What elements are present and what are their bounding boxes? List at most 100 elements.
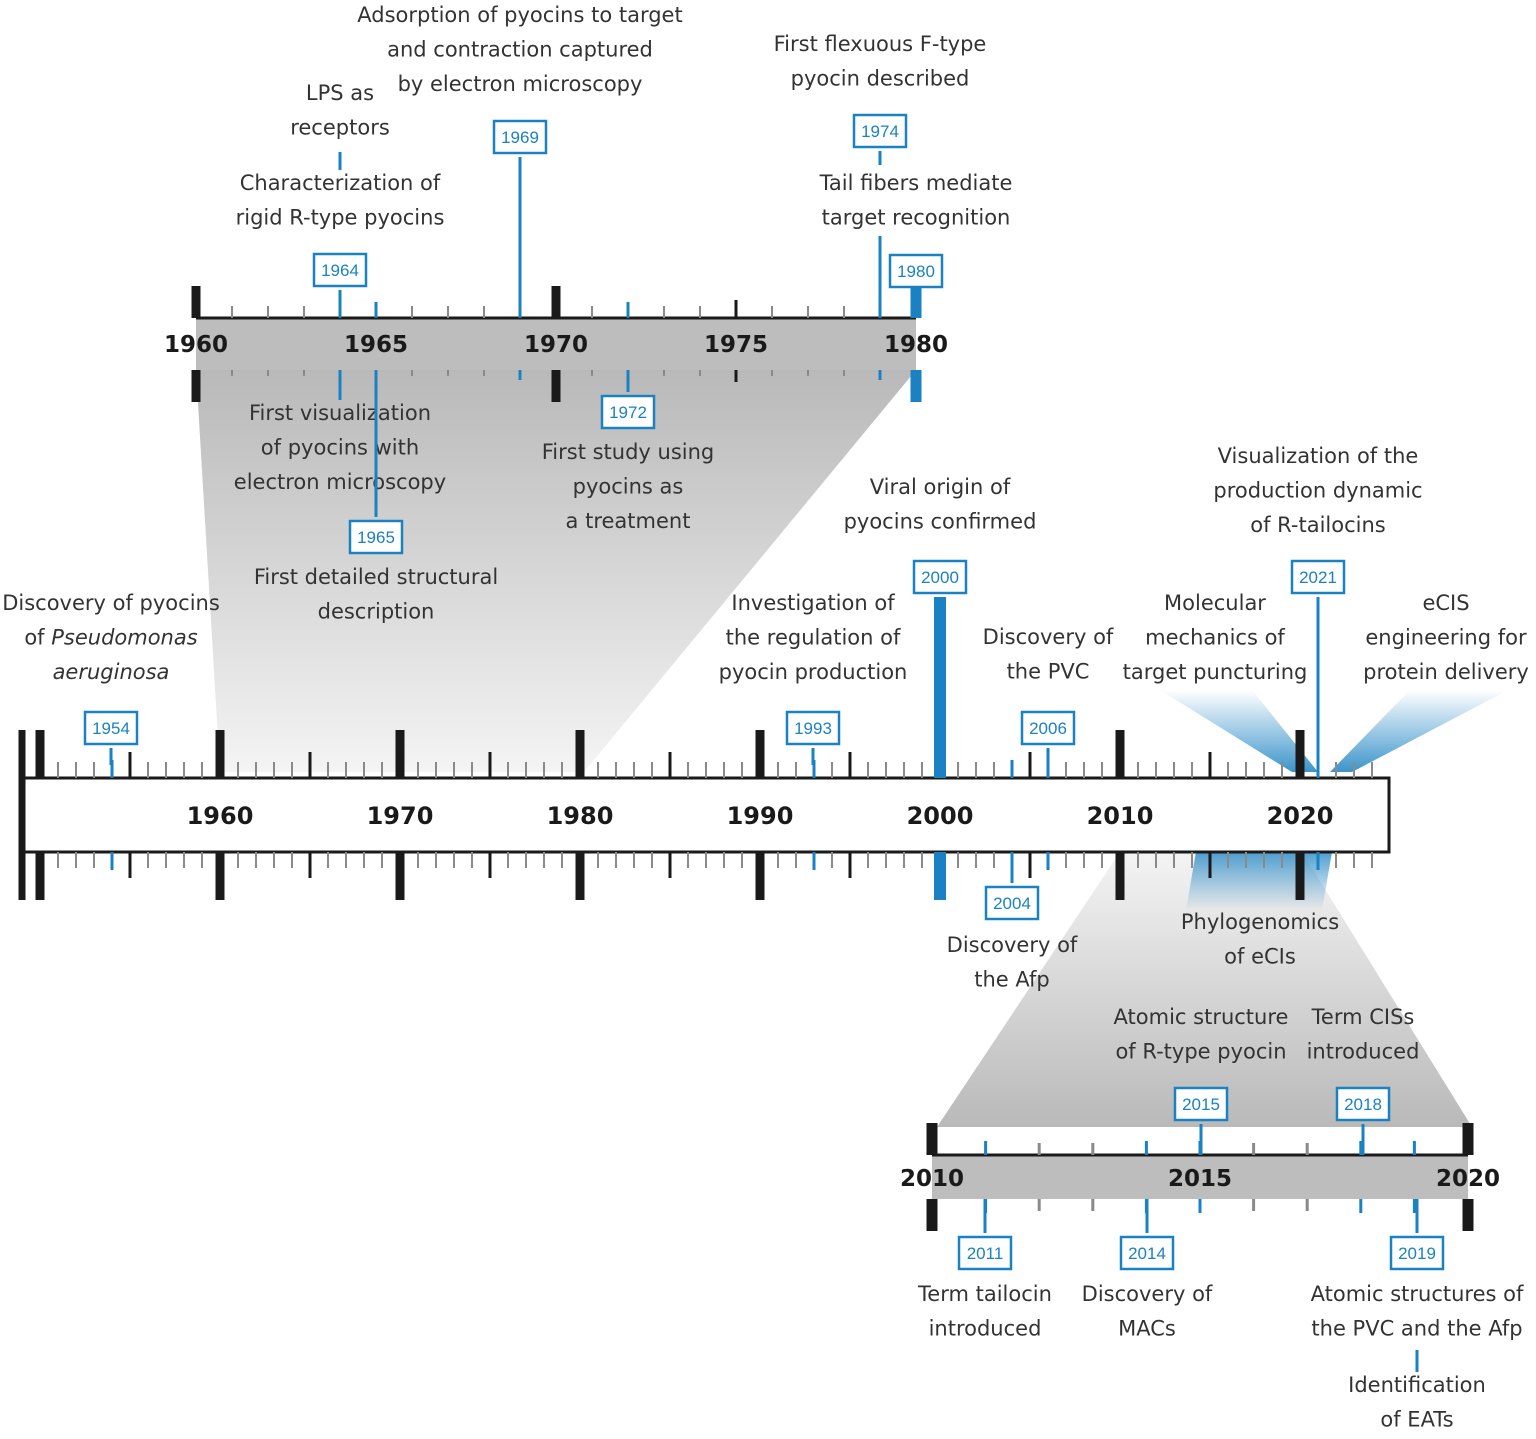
zoom-top-axis-label: 1965 [344, 332, 408, 358]
main-axis-label: 1970 [367, 802, 434, 830]
year-badge-text: 2011 [967, 1244, 1004, 1263]
year-badge-text: 1964 [321, 261, 359, 280]
event-label-line: Investigation of [731, 591, 895, 615]
event-label-line: receptors [290, 116, 390, 140]
event-label-line: pyocin described [791, 67, 970, 91]
year-badge [1335, 1086, 1391, 1122]
zoom-top-axis-label: 1960 [164, 332, 228, 358]
year-badge [1290, 559, 1346, 595]
event-label-line: of eCIs [1224, 945, 1296, 969]
event-label-line: of EATs [1380, 1408, 1453, 1432]
year-badge-text: 2019 [1398, 1244, 1436, 1263]
zoom-bottom-band [932, 1155, 1468, 1199]
year-badge [600, 394, 656, 430]
zoom-top-band [196, 318, 916, 370]
zoom-bottom-axis-label: 2010 [900, 1166, 964, 1192]
event-label-line: protein delivery [1363, 660, 1529, 684]
zoom-top-axis-label: 1975 [704, 332, 768, 358]
event-label-line: Discovery of [983, 625, 1114, 649]
event-label-part-italic: Pseudomonas [51, 626, 197, 650]
year-badge-text: 1980 [897, 262, 935, 281]
year-badge [852, 113, 908, 149]
timeline-events: 1954 Discovery of pyocins of Pseudomonas ae… [2, 3, 1529, 1432]
event-label-line: Discovery of [947, 933, 1078, 957]
event-label-line: First visualization [249, 401, 431, 425]
event-2019b: Identification of EATs [1348, 1350, 1486, 1432]
event-label-line: of R-type pyocin [1115, 1040, 1286, 1064]
year-badge [785, 710, 841, 746]
event-label-line: the PVC and the Afp [1311, 1317, 1522, 1341]
event-label-line: pyocin production [719, 660, 908, 684]
event-label-line: description [318, 600, 435, 624]
event-label-line: Discovery of [1082, 1282, 1213, 1306]
event-label-line: and contraction captured [387, 38, 653, 62]
event-label-line: the regulation of [726, 626, 901, 650]
event-label-line: Molecular [1164, 591, 1266, 615]
event-label-line: mechanics of [1145, 626, 1285, 650]
zoom-top-axis-label: 1980 [884, 332, 948, 358]
year-badge [492, 119, 548, 155]
main-axis-label: 1990 [727, 802, 794, 830]
event-label-line: Visualization of the [1218, 444, 1419, 468]
year-badge-text: 2006 [1029, 719, 1067, 738]
event-label-line: pyocins as [573, 475, 684, 499]
event-label-line: First study using [542, 440, 715, 464]
zoom-funnel-bottom [937, 852, 1472, 1127]
event-label-line: production dynamic [1213, 479, 1422, 503]
year-badge [83, 710, 139, 746]
event-label-line: Term tailocin [917, 1282, 1052, 1306]
event-1993: 1993 Investigation of the regulation of pyo… [719, 591, 908, 765]
year-badge [312, 252, 368, 288]
zoom-bottom-axis-label: 2015 [1168, 1166, 1232, 1192]
year-badge-text: 2015 [1182, 1095, 1220, 1114]
year-badge [1119, 1235, 1175, 1271]
highlight-2021-up-left [1160, 690, 1318, 772]
event-label-line: First flexuous F-type [774, 32, 987, 56]
zoom-bottom-axis-label: 2020 [1436, 1166, 1500, 1192]
event-label-part: of [24, 626, 51, 650]
main-axis-label: 1980 [547, 802, 614, 830]
event-label-line: introduced [1307, 1040, 1420, 1064]
event-label-line: of R-tailocins [1250, 513, 1386, 537]
year-badge [348, 519, 404, 555]
highlight-2020-down [1186, 852, 1332, 910]
year-badge [957, 1235, 1013, 1271]
event-label-line: aeruginosa [53, 660, 170, 684]
event-label-line: Identification [1348, 1373, 1486, 1397]
event-label-line: Tail fibers mediate [819, 171, 1013, 195]
event-label-line: LPS as [306, 81, 374, 105]
year-badge-text: 1954 [92, 719, 130, 738]
event-label-line: electron microscopy [234, 470, 446, 494]
year-badge [1020, 710, 1076, 746]
event-label-line: Discovery of pyocins [2, 591, 220, 615]
year-badge [888, 253, 944, 289]
event-label-line: eCIS [1422, 591, 1469, 615]
highlight-2021-up-right [1330, 690, 1508, 772]
event-1964b: LPS as receptors [290, 81, 390, 170]
year-badge-text: 2018 [1344, 1095, 1382, 1114]
year-badge-text: 1993 [794, 719, 832, 738]
year-badge-text: 1969 [501, 128, 539, 147]
year-badge-text: 1965 [357, 528, 395, 547]
event-label-line: by electron microscopy [398, 72, 643, 96]
main-axis-label: 1960 [187, 802, 254, 830]
event-label-line: First detailed structural [254, 565, 498, 589]
year-badge [912, 559, 968, 595]
event-label-line: the Afp [974, 968, 1049, 992]
